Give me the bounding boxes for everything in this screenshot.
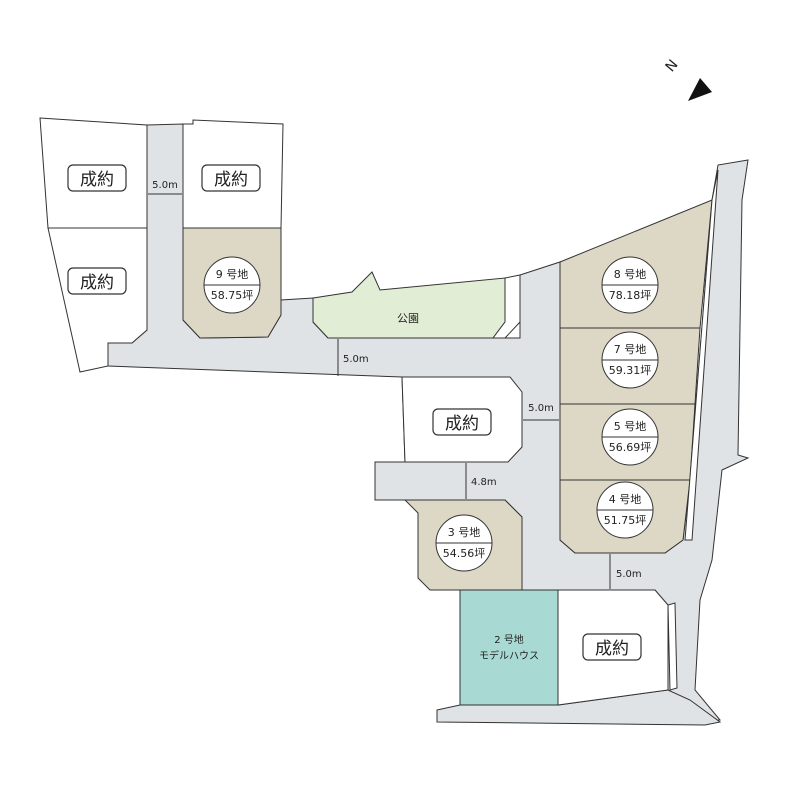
svg-text:4.8m: 4.8m — [471, 477, 497, 488]
svg-text:78.18坪: 78.18坪 — [609, 289, 652, 302]
svg-text:54.56坪: 54.56坪 — [443, 547, 486, 560]
svg-text:成約: 成約 — [595, 639, 629, 659]
svg-text:5.0m: 5.0m — [616, 569, 642, 580]
svg-text:5.0m: 5.0m — [152, 180, 178, 191]
right-strip — [684, 169, 719, 541]
svg-text:成約: 成約 — [80, 170, 114, 190]
lot-8-badge: 8 号地 78.18坪 — [601, 256, 659, 314]
dimension-center-road: 5.0m — [523, 403, 559, 421]
lot-5-badge: 5 号地 56.69坪 — [601, 408, 659, 466]
lot-9-badge: 9 号地 58.75坪 — [203, 256, 261, 314]
svg-text:58.75坪: 58.75坪 — [211, 289, 254, 302]
sold-label: 成約 — [201, 164, 261, 192]
lot-3-badge: 3 号地 54.56坪 — [435, 514, 493, 572]
svg-text:56.69坪: 56.69坪 — [609, 441, 652, 454]
sold-label: 成約 — [67, 164, 127, 192]
dimension-lower-road: 5.0m — [609, 554, 642, 589]
svg-text:3 号地: 3 号地 — [448, 526, 481, 539]
lot-sold-left — [47, 227, 148, 373]
svg-text:4 号地: 4 号地 — [609, 493, 642, 506]
model-house-lot-name: 2 号地 — [494, 633, 524, 646]
svg-text:51.75坪: 51.75坪 — [604, 514, 647, 527]
sold-label: 成約 — [582, 633, 642, 661]
lot-4-badge: 4 号地 51.75坪 — [596, 481, 654, 539]
svg-text:5.0m: 5.0m — [343, 354, 369, 365]
svg-text:5 号地: 5 号地 — [614, 420, 647, 433]
park — [312, 271, 506, 339]
bottom-right-strip — [667, 602, 678, 691]
green-strip — [492, 274, 521, 339]
svg-text:成約: 成約 — [80, 273, 114, 293]
svg-text:成約: 成約 — [214, 170, 248, 190]
park-label: 公園 — [397, 312, 419, 325]
north-arrow-icon: N — [663, 57, 712, 101]
svg-text:9 号地: 9 号地 — [216, 268, 249, 281]
lot-2-model-house[interactable] — [459, 589, 559, 706]
svg-text:59.31坪: 59.31坪 — [609, 364, 652, 377]
sold-label: 成約 — [67, 267, 127, 295]
svg-text:5.0m: 5.0m — [528, 403, 554, 414]
svg-text:N: N — [663, 57, 682, 75]
dimension-top-road: 5.0m — [148, 180, 182, 195]
dimension-side-road: 4.8m — [465, 463, 497, 499]
svg-text:7 号地: 7 号地 — [614, 343, 647, 356]
lot-7-badge: 7 号地 59.31坪 — [601, 331, 659, 389]
sold-label: 成約 — [432, 408, 492, 436]
model-house-label: モデルハウス — [479, 649, 539, 662]
dimension-main-road: 5.0m — [337, 339, 369, 376]
svg-text:成約: 成約 — [445, 414, 479, 434]
svg-text:8 号地: 8 号地 — [614, 268, 647, 281]
